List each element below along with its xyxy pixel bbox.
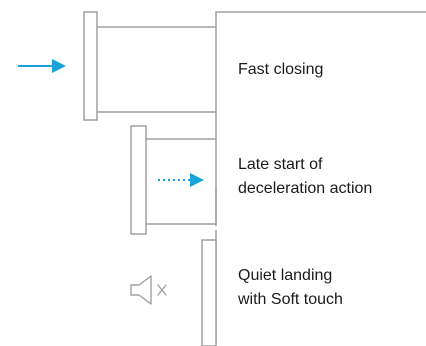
- stage-3-label-line-2: with Soft touch: [238, 291, 343, 308]
- stage-3-label-line-1: Quiet landing: [238, 267, 333, 284]
- stage-1-label: Fast closing: [238, 58, 323, 82]
- stage-1-drawer: [83, 11, 216, 121]
- stage-1-label-line-1: Fast closing: [238, 61, 324, 78]
- drawer-front-3: [201, 239, 217, 346]
- drawer-front-2: [130, 125, 147, 235]
- stage-2-drawer: [130, 125, 217, 235]
- cabinet-outline: [215, 11, 426, 137]
- stage-2-label: Late start of deceleration action: [238, 153, 372, 201]
- stage-3-drawer: [201, 239, 217, 346]
- dotted-arrow-icon: [158, 173, 204, 187]
- drawer-front-1: [83, 11, 98, 121]
- muted-speaker-icon: [130, 275, 167, 305]
- stage-3-label: Quiet landing with Soft touch: [238, 264, 343, 312]
- solid-arrow-icon: [18, 59, 66, 73]
- stage-2-label-line-2: deceleration action: [238, 180, 373, 197]
- stage-2-label-line-1: Late start of: [238, 156, 323, 173]
